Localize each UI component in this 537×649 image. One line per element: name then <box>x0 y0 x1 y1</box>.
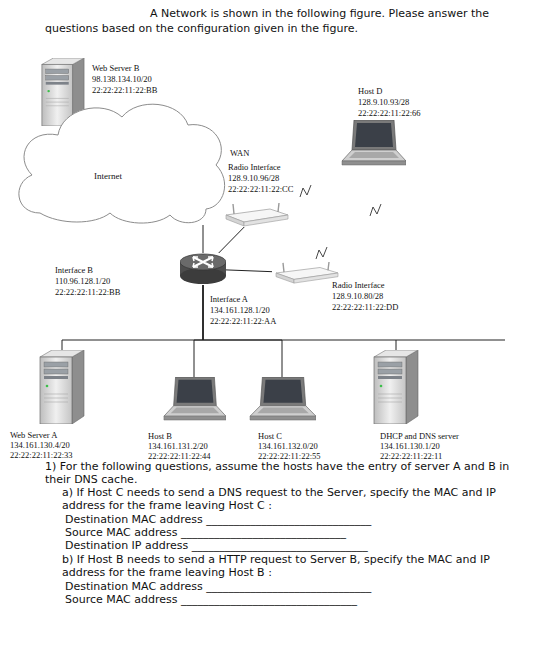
router-icon <box>180 253 226 285</box>
device-label: 22:22:22:11:22:BB <box>55 287 120 297</box>
server-icon <box>38 350 86 424</box>
device-label: 22:22:22:11:22:33 <box>10 450 73 460</box>
question-text: a) If Host C needs to send a DNS request… <box>62 486 517 513</box>
device-label: Host B <box>148 431 172 441</box>
network-link <box>203 225 204 253</box>
device-label: Host D <box>358 86 382 96</box>
ap-shape <box>226 203 288 226</box>
page-title: A Network is shown in the following figu… <box>45 6 513 36</box>
device-label: 134.161.132.0/20 <box>258 441 318 451</box>
host-laptop: Host D128.9.10.93/2822:22:22:11:22:66 <box>340 120 406 166</box>
ap-shape <box>276 262 338 283</box>
device-label: Web Server A <box>10 430 57 440</box>
network-link <box>194 285 203 377</box>
device-label: Interface B <box>55 265 93 275</box>
server-icon <box>372 350 420 424</box>
ap-icon <box>222 203 290 227</box>
device-label: Internet <box>94 171 122 181</box>
server-shape <box>374 350 418 424</box>
question-text: Destination IP address _________________… <box>65 539 515 552</box>
question-text: Destination MAC address ________________… <box>65 580 515 593</box>
device-label: 22:22:22:11:22:44 <box>148 451 211 461</box>
host-laptop: Host C134.161.132.0/2022:22:22:11:22:55 <box>248 377 316 421</box>
network-link <box>219 227 245 253</box>
device-label: 98.138.134.10/20 <box>92 74 152 84</box>
access-point: Radio Interface128.9.10.80/2822:22:22:11… <box>272 262 340 284</box>
question-text: Destination MAC address ________________… <box>65 513 515 526</box>
access-point: WANRadio Interface128.9.10.96/2822:22:22… <box>222 203 290 227</box>
device-label: 134.161.130.4/20 <box>10 440 70 450</box>
device-label: 22:22:22:11:22:CC <box>228 184 293 194</box>
internet-cloud: Internet <box>10 95 230 225</box>
laptop-icon <box>162 377 226 421</box>
network-link <box>226 270 272 272</box>
device-label: 110.96.128.1/20 <box>55 276 110 286</box>
web-server: Web Server A134.161.130.4/2022:22:22:11:… <box>38 350 86 424</box>
laptop-shape <box>250 377 316 420</box>
device-label: 128.9.10.80/28 <box>332 291 383 301</box>
network-link <box>203 285 396 350</box>
device-label: 128.9.10.96/28 <box>228 173 279 183</box>
device-label: 22:22:22:11:22:55 <box>258 451 321 461</box>
question-text: Source MAC address _____________________… <box>65 526 515 539</box>
router-shape <box>180 254 226 284</box>
router: Interface B110.96.128.1/2022:22:22:11:22… <box>180 253 226 285</box>
device-label: 22:22:22:11:22:AA <box>210 316 276 326</box>
device-label: 134.161.128.1/20 <box>210 305 270 315</box>
host-laptop: Host B134.161.131.2/2022:22:22:11:22:44 <box>162 377 226 421</box>
laptop-icon <box>248 377 316 421</box>
device-label: WAN <box>230 148 249 158</box>
device-label: Web Server B <box>92 63 139 73</box>
device-label: 22:22:22:11:22:BB <box>92 85 157 95</box>
device-label: Radio Interface <box>332 280 385 290</box>
ap-icon <box>272 262 340 284</box>
device-label: 134.161.131.2/20 <box>148 441 208 451</box>
device-label: 128.9.10.93/28 <box>358 97 409 107</box>
device-label: DHCP and DNS server <box>380 431 459 441</box>
device-label: Host C <box>258 431 282 441</box>
dhcp-dns-server: DHCP and DNS server134.161.130.1/2022:22… <box>372 350 420 424</box>
question-text: b) If Host B needs to send a HTTP reques… <box>62 553 517 580</box>
cloud-icon <box>10 95 230 225</box>
question-text: Source MAC address _____________________… <box>65 593 515 606</box>
device-label: Radio Interface <box>228 162 281 172</box>
wireless-signal <box>300 185 311 197</box>
cloud-shape <box>19 104 225 223</box>
lan-bus-stub <box>396 340 505 341</box>
device-label: 22:22:22:11:22:66 <box>358 108 421 118</box>
server-shape <box>40 350 84 424</box>
wireless-signal <box>316 247 327 259</box>
device-label: 22:22:22:11:22:11 <box>380 451 442 461</box>
laptop-shape <box>164 377 226 420</box>
wireless-signal <box>370 204 381 216</box>
device-label: Interface A <box>210 294 248 304</box>
network-link <box>203 285 282 377</box>
device-label: 134.161.130.1/20 <box>380 441 440 451</box>
laptop-shape <box>342 120 406 165</box>
laptop-icon <box>340 120 406 166</box>
device-label: 22:22:22:11:22:DD <box>332 302 398 312</box>
question-text: 1) For the following questions, assume t… <box>45 460 517 487</box>
